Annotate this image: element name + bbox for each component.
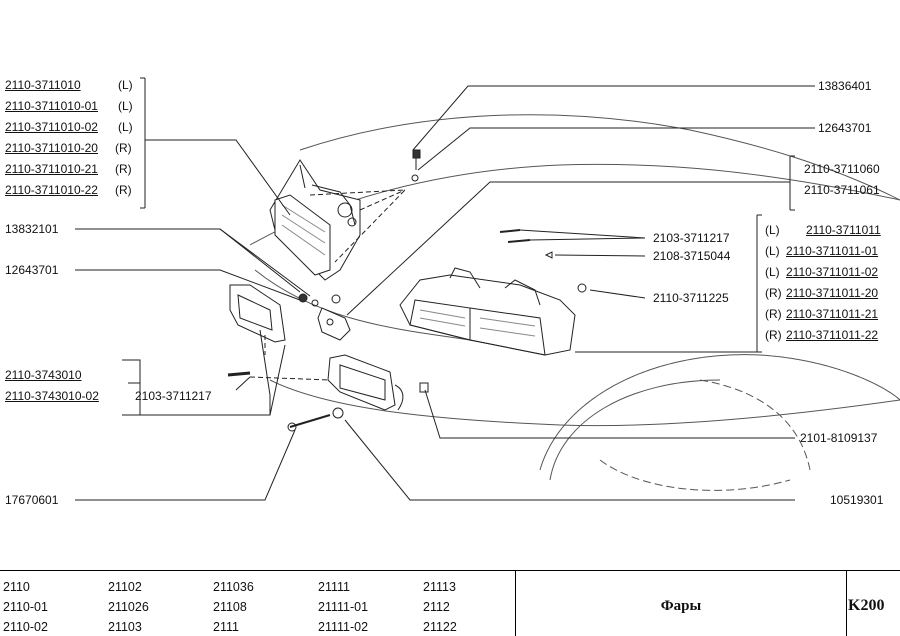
side-label: (L) [765,265,780,279]
side-label: (R) [765,286,782,300]
bracket-part-number[interactable]: 2110-3711061 [804,183,880,197]
part-number-13836401[interactable]: 13836401 [818,79,872,93]
fog-lamp-front [327,354,404,411]
model-code: 21108 [213,600,247,614]
side-label: (L) [765,223,780,237]
part-number-2103-3711217-left[interactable]: 2103-3711217 [135,389,212,403]
headlamp-bracket [317,307,351,341]
part-number-link[interactable]: 2110-3711010-21 [5,162,98,176]
model-code: 21113 [423,580,456,594]
part-number-link[interactable]: 2110-3711011-01 [786,244,879,258]
left-headlamp [269,159,361,281]
part-number-link[interactable]: 2110-3711010-01 [5,99,98,113]
parts-diagram [75,77,900,501]
model-code: 21103 [108,620,142,634]
part-number-13832101[interactable]: 13832101 [5,222,59,236]
side-label: (L) [118,99,133,113]
part-number-link[interactable]: 2110-3711010 [5,78,81,92]
part-number-link[interactable]: 2110-3711010-22 [5,183,98,197]
leader-lines [75,77,815,501]
side-label: (R) [765,328,782,342]
small-parts-lower [227,371,429,432]
part-number-2110-3711225[interactable]: 2110-3711225 [653,291,729,305]
part-number-12643701-right[interactable]: 12643701 [818,121,872,135]
model-code: 2112 [423,600,450,614]
part-number-17670601[interactable]: 17670601 [5,493,59,507]
side-label: (L) [765,244,780,258]
model-code: 2110-02 [3,620,48,634]
side-label: (R) [115,162,132,176]
footer: 2110 2110-01 2110-02 21102 211026 21103 … [0,570,900,636]
model-code: 21111-02 [318,620,369,634]
model-code: 211026 [108,600,149,614]
part-number-link[interactable]: 2110-3711010-02 [5,120,98,134]
model-list: 2110 2110-01 2110-02 21102 211026 21103 … [0,571,515,636]
part-number-link[interactable]: 2110-3711011-21 [786,307,879,321]
part-number-link[interactable]: 2110-3711011-20 [786,286,879,300]
model-code: 2111 [213,620,239,634]
model-code: 2110-01 [3,600,48,614]
part-number-2108-3715044[interactable]: 2108-3715044 [653,249,731,263]
page-title: Фары [660,598,702,614]
model-code: 21111 [318,580,350,594]
bolts [298,149,587,307]
part-number-2103-3711217-right[interactable]: 2103-3711217 [653,231,730,245]
side-label: (L) [118,120,133,134]
part-number-link[interactable]: 2110-3711011-22 [786,328,879,342]
right-headlamp [399,267,576,356]
section-code: K200 [848,597,885,614]
part-number-2101-8109137[interactable]: 2101-8109137 [800,431,878,445]
fog-lamp-part-number[interactable]: 2110-3743010 [5,368,82,382]
model-code: 21111-01 [318,600,369,614]
part-number-12643701-left[interactable]: 12643701 [5,263,59,277]
fog-lamp-rear [229,284,286,343]
title-box: Фары [515,571,847,636]
model-code: 2110 [3,580,30,594]
side-label: (R) [765,307,782,321]
part-number-link[interactable]: 2110-3711011 [806,223,881,237]
side-label: (L) [118,78,133,92]
bracket-part-number[interactable]: 2110-3711060 [804,162,880,176]
side-label: (R) [115,141,132,155]
part-number-link[interactable]: 2110-3711011-02 [786,265,879,279]
model-code: 211036 [213,580,254,594]
part-number-10519301[interactable]: 10519301 [830,493,884,507]
model-code: 21122 [423,620,457,634]
fog-lamp-part-number[interactable]: 2110-3743010-02 [5,389,99,403]
part-number-link[interactable]: 2110-3711010-20 [5,141,98,155]
model-code: 21102 [108,580,142,594]
side-label: (R) [115,183,132,197]
